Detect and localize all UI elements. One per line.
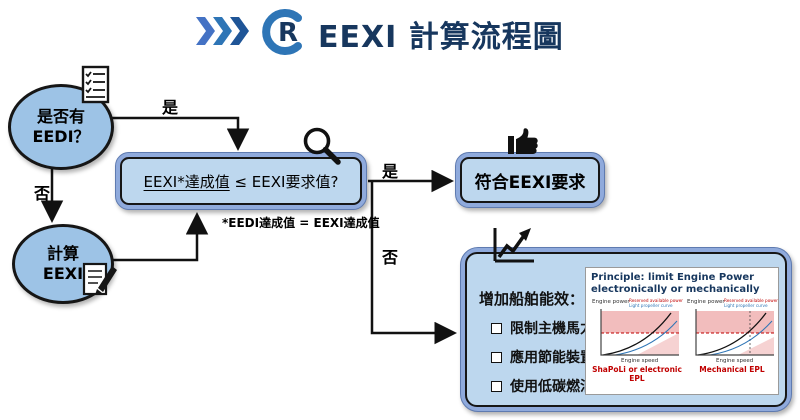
node-has-eedi-line1: 是否有 [36, 107, 85, 126]
node-has-eedi: 是否有 EEDI？ [8, 84, 114, 170]
magnifier-icon [303, 127, 341, 165]
checklist-icon [81, 65, 110, 104]
label-yes-top: 是 [162, 98, 179, 117]
logo-letter: R [278, 18, 298, 48]
thumbs-up-icon [508, 128, 538, 154]
chart-mechanical-caption: Mechanical EPL [699, 365, 765, 374]
node-has-eedi-line2: EEDI？ [32, 127, 90, 146]
cr-logo: R [262, 9, 302, 55]
node-calc-eexi-line1: 計算 [46, 244, 79, 263]
decision-rest: ≤ EEXI要求值? [229, 172, 339, 191]
node-decision: EEXI*達成值 ≤ EEXI要求值? [115, 152, 367, 210]
y-axis-label: Engine power [687, 299, 725, 305]
decision-achieved-value: EEXI*達成值 [143, 172, 230, 191]
node-improve-inner: 增加船舶能效： 限制主機馬力 應用節能裝置 使用低碳燃油 Principle: … [465, 252, 787, 407]
growth-chart-icon [493, 228, 534, 263]
principle-panel: Principle: limit Engine Power electronic… [585, 267, 779, 395]
label-no-mid: 否 [382, 248, 399, 267]
improve-item-label: 限制主機馬力 [510, 321, 594, 337]
improve-item-label: 使用低碳燃油 [510, 379, 594, 395]
note-eedi-equals-eexi: *EEDI達成值 = EEXI達成值 [222, 216, 380, 230]
node-comply: 符合EEXI要求 [455, 152, 605, 208]
chart-mechanical: Engine power Reserved available power Li… [686, 297, 778, 383]
improve-item: 使用低碳燃油 [491, 376, 594, 396]
triple-chevron-icon [196, 17, 249, 45]
connector-yes-to-decision [108, 116, 250, 151]
header: R EEXI 計算流程圖 [0, 0, 800, 62]
chart-shapoli: Engine power Reserved available power Li… [591, 297, 683, 383]
comply-label: 符合EEXI要求 [474, 172, 586, 193]
connector-calc-to-decision [108, 212, 209, 262]
improve-item: 限制主機馬力 [491, 318, 594, 338]
node-decision-inner: EEXI*達成值 ≤ EEXI要求值? [120, 157, 362, 205]
legend-reserved-power: Reserved available power [724, 298, 778, 303]
page-title: EEXI 計算流程圖 [318, 20, 564, 55]
node-improve: 增加船舶能效： 限制主機馬力 應用節能裝置 使用低碳燃油 Principle: … [460, 247, 792, 412]
square-bullet-icon [491, 322, 502, 334]
chart-mechanical-plot: Engine power Reserved available power Li… [687, 298, 778, 364]
decision-question: EEXI*達成值 ≤ EEXI要求值? [144, 171, 339, 192]
legend-reserved-power: Reserved available power [629, 298, 683, 303]
chart-shapoli-caption: ShaPoLi or electronic EPL [592, 365, 682, 383]
node-calc-eexi-line2: EEXI [42, 264, 84, 283]
label-no-left: 否 [34, 184, 51, 203]
legend-light-propeller: Light propeller curve [724, 303, 768, 308]
label-yes-mid: 是 [382, 162, 399, 181]
improve-item: 應用節能裝置 [491, 347, 594, 367]
improve-list: 限制主機馬力 應用節能裝置 使用低碳燃油 [491, 318, 594, 405]
x-axis-label: Engine speed [716, 358, 753, 363]
epl-charts: Engine power Reserved available power Li… [591, 297, 778, 383]
improve-title: 增加船舶能效： [479, 290, 585, 308]
improve-item-label: 應用節能裝置 [510, 350, 594, 366]
pencil-document-icon [82, 262, 117, 296]
x-axis-label: Engine speed [621, 358, 658, 363]
node-comply-inner: 符合EEXI要求 [460, 157, 600, 203]
chart-shapoli-plot: Engine power Reserved available power Li… [592, 298, 683, 364]
legend-light-propeller: Light propeller curve [629, 303, 673, 308]
square-bullet-icon [491, 380, 502, 392]
principle-title: Principle: limit Engine Power electronic… [591, 272, 760, 295]
square-bullet-icon [491, 351, 502, 363]
y-axis-label: Engine power [592, 299, 630, 305]
